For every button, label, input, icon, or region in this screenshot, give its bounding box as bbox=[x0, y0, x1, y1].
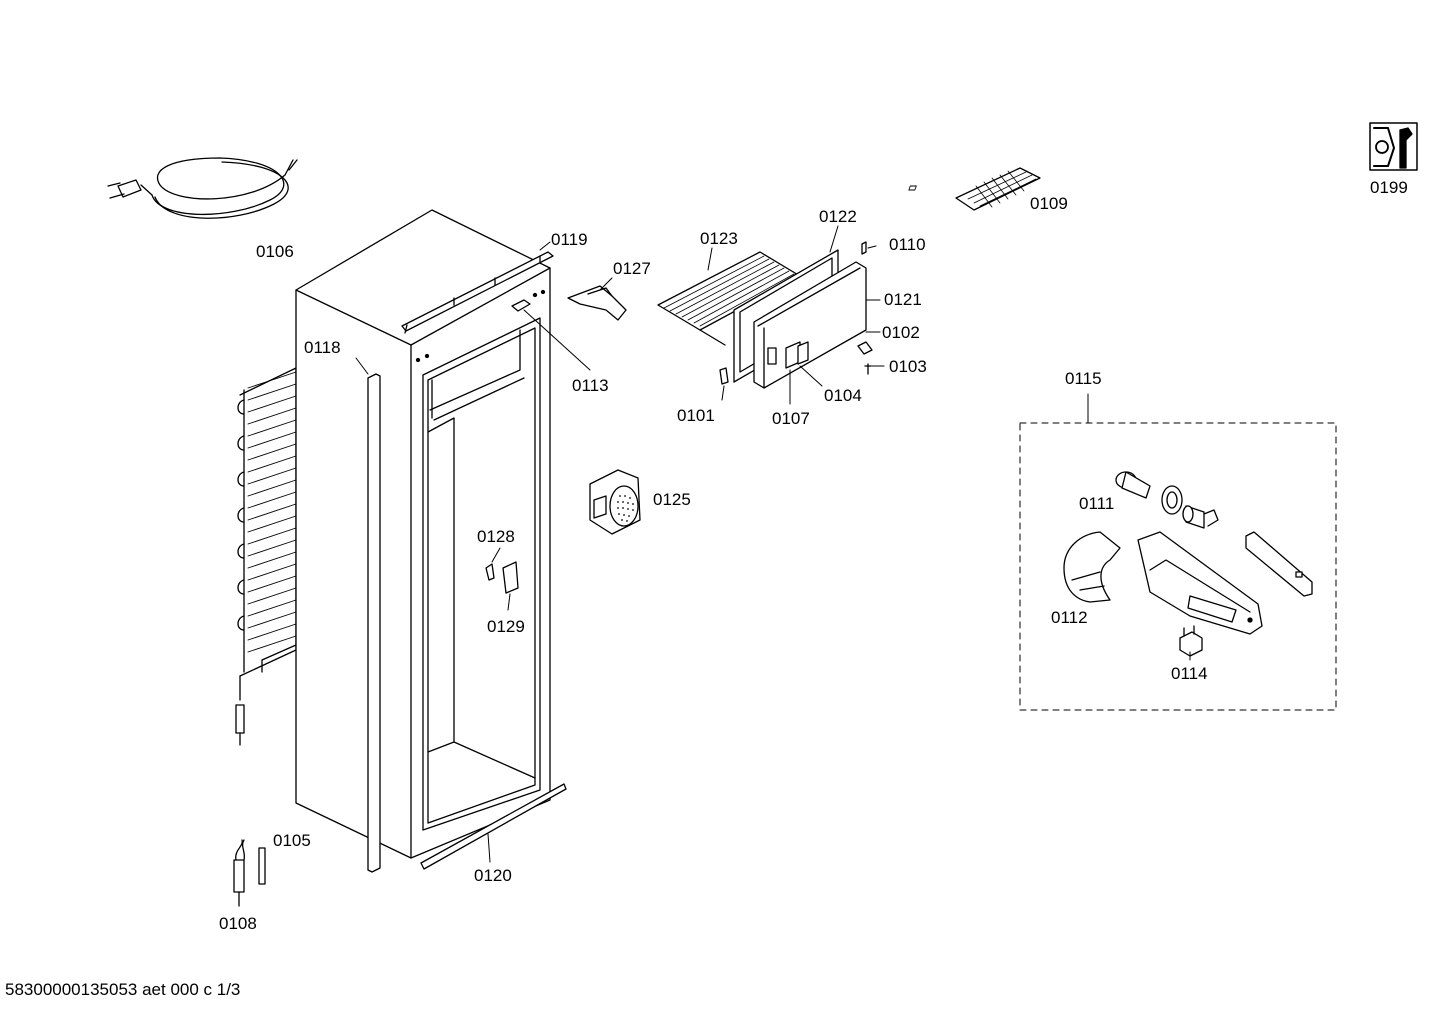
door-hardware bbox=[719, 241, 873, 385]
part-label-0199: 0199 bbox=[1370, 178, 1408, 197]
top-bracket bbox=[511, 299, 531, 312]
top-rail bbox=[401, 251, 554, 334]
lamp-cover bbox=[1063, 531, 1121, 603]
part-label-0107: 0107 bbox=[772, 409, 810, 428]
wrench-nut-icon bbox=[1369, 122, 1418, 171]
document-reference: 58300000135053 aet 000 c 1/3 bbox=[5, 980, 241, 999]
cabinet-body bbox=[295, 209, 551, 859]
part-label-0113: 0113 bbox=[572, 376, 609, 395]
part-label-0111: 0111 bbox=[1079, 494, 1114, 513]
freezer-door bbox=[733, 249, 867, 389]
part-label-0127: 0127 bbox=[613, 259, 651, 278]
part-label-0102: 0102 bbox=[882, 323, 920, 342]
condenser-coil bbox=[235, 367, 297, 746]
part-label-0108: 0108 bbox=[219, 914, 257, 933]
lighting-assembly-group bbox=[1019, 422, 1337, 711]
fan-cover bbox=[589, 469, 641, 535]
part-label-0114: 0114 bbox=[1171, 664, 1208, 683]
small-fixings bbox=[485, 561, 519, 594]
part-label-0121: 0121 bbox=[884, 290, 922, 309]
power-cord bbox=[107, 157, 298, 219]
bracket-0127 bbox=[567, 285, 627, 321]
control-panel-board bbox=[1245, 531, 1313, 597]
part-label-0112: 0112 bbox=[1051, 608, 1088, 627]
vertical-seal-strip bbox=[367, 373, 381, 873]
part-label-0105: 0105 bbox=[273, 831, 311, 850]
part-label-0129: 0129 bbox=[487, 617, 525, 636]
temperature-sensors bbox=[233, 839, 266, 907]
switch-0114 bbox=[1179, 625, 1203, 657]
part-label-0109: 0109 bbox=[1030, 194, 1068, 213]
part-label-0120: 0120 bbox=[474, 866, 512, 885]
part-label-0103: 0103 bbox=[889, 357, 927, 376]
ice-tray bbox=[908, 167, 1041, 211]
part-label-0106: 0106 bbox=[256, 242, 294, 261]
bottom-seal-strip bbox=[420, 783, 567, 870]
part-label-0118: 0118 bbox=[304, 338, 341, 357]
part-labels: 0106 0119 0127 0123 0122 0110 0121 0102 … bbox=[219, 178, 1408, 933]
part-label-0128: 0128 bbox=[477, 527, 515, 546]
wire-shelf bbox=[657, 251, 801, 346]
leader-lines bbox=[355, 225, 1191, 863]
part-label-0125: 0125 bbox=[653, 490, 691, 509]
part-label-0119: 0119 bbox=[551, 230, 588, 249]
part-label-0104: 0104 bbox=[824, 386, 862, 405]
part-label-0115: 0115 bbox=[1065, 369, 1102, 388]
part-label-0122: 0122 bbox=[819, 207, 857, 226]
light-housing bbox=[1137, 531, 1263, 635]
lamp-and-holder bbox=[1115, 471, 1219, 529]
part-label-0123: 0123 bbox=[700, 229, 738, 248]
part-label-0101: 0101 bbox=[677, 406, 715, 425]
part-label-0110: 0110 bbox=[889, 235, 926, 254]
